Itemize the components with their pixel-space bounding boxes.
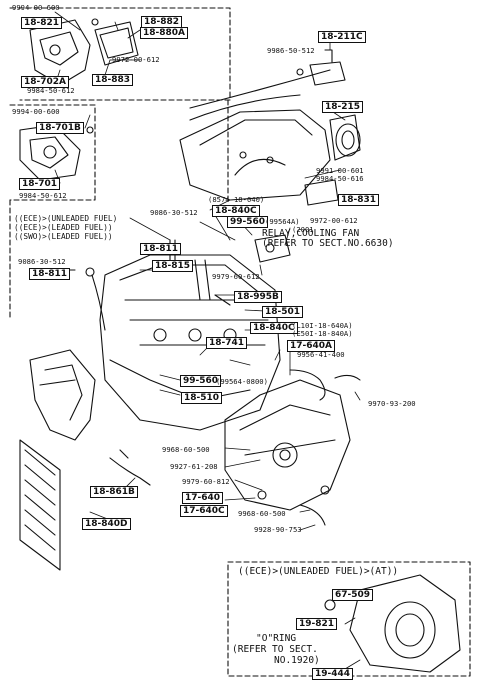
part-18-701B[interactable]: 18-701B	[36, 122, 84, 134]
part-18-880A[interactable]: 18-880A	[140, 27, 189, 39]
note-relay-cooling-fan: RELAY,COOLING FAN	[262, 228, 360, 239]
part-18-831[interactable]: 18-831	[338, 194, 380, 206]
inset-border-at	[227, 561, 471, 677]
part-18-702A[interactable]: 18-702A	[21, 76, 70, 88]
label-L10I-18-640A: (L10I-18-640A)	[292, 321, 353, 330]
label-9086-30-512-left: 9086-30-512	[18, 257, 66, 266]
bracket-assembly	[29, 18, 139, 86]
inset-border-left	[9, 104, 96, 201]
radiator	[19, 439, 61, 571]
label-9991-00-601: 9991-00-601	[316, 166, 364, 175]
part-18-821[interactable]: 18-821	[21, 17, 63, 29]
part-99-560-upper[interactable]: 99-560	[227, 216, 269, 228]
label-9956-41-400: 9956-41-400	[297, 350, 345, 359]
part-99-560-lower[interactable]: 99-560	[180, 375, 222, 387]
label-9994-00-600-mid: 9994-00-600	[12, 107, 60, 116]
label-9972-00-612-mid: 9972-00-612	[310, 216, 358, 225]
airflow-meter	[329, 114, 361, 161]
part-17-640A[interactable]: 17-640A	[287, 340, 336, 352]
label-9968-60-500-lower: 9968-60-500	[238, 509, 286, 518]
inset-border-top	[9, 7, 231, 101]
label-9972-00-612-top: 9972-00-612	[112, 55, 160, 64]
part-18-861B[interactable]: 18-861B	[90, 486, 138, 498]
part-18-510[interactable]: 18-510	[181, 392, 223, 404]
part-19-444[interactable]: 19-444	[312, 668, 354, 680]
part-18-883[interactable]: 18-883	[92, 74, 134, 86]
label-9928-90-753: 9928-90-753	[254, 525, 302, 534]
part-18-211C[interactable]: 18-211C	[318, 31, 366, 43]
label-9984-50-616: 9984-50-616	[316, 174, 364, 183]
label-E50I-18-840A: (E50I-18-840A)	[292, 329, 353, 338]
part-18-741[interactable]: 18-741	[206, 337, 248, 349]
label-9927-61-208: 9927-61-208	[170, 462, 218, 471]
part-18-840D[interactable]: 18-840D	[82, 518, 131, 530]
note-at-header: ((ECE)>(UNLEADED FUEL)>(AT))	[238, 566, 399, 577]
at-transmission-detail	[324, 574, 461, 673]
label-9979-60-812: 9979-60-812	[182, 477, 230, 486]
part-18-215[interactable]: 18-215	[322, 101, 364, 113]
label-9984-50-612-top: 9984-50-612	[27, 86, 75, 95]
label-2001: (2001	[292, 225, 314, 234]
part-18-840C-lower[interactable]: 18-840C	[250, 322, 298, 334]
label-9979-60-612: 9979-60-612	[212, 272, 260, 281]
part-18-811-center[interactable]: 18-811	[140, 243, 182, 255]
part-17-640[interactable]: 17-640	[182, 492, 224, 504]
part-18-501[interactable]: 18-501	[262, 306, 304, 318]
label-9986-50-512: 9986-50-512	[267, 46, 315, 55]
part-17-640C[interactable]: 17-640C	[180, 505, 228, 517]
part-18-995B[interactable]: 18-995B	[234, 291, 282, 303]
exhaust-manifold	[29, 349, 96, 441]
sensor-top-right	[296, 49, 346, 86]
part-19-821[interactable]: 19-821	[296, 618, 338, 630]
vehicle-outline	[179, 69, 331, 201]
part-18-811-left[interactable]: 18-811	[29, 268, 71, 280]
label-9968-60-500-upper: 9968-60-500	[162, 445, 210, 454]
note-relay-refer: (REFER TO SECT.NO.6630)	[262, 238, 394, 249]
label-99564-0800: (99564-0800)	[216, 377, 268, 386]
label-8574-18-040: (8574-18-040)	[208, 195, 265, 204]
part-18-815[interactable]: 18-815	[152, 260, 194, 272]
label-99564A: (99564A)	[265, 217, 300, 226]
part-67-509[interactable]: 67-509	[332, 589, 374, 601]
label-9970-93-200: 9970-93-200	[368, 399, 416, 408]
note-oring: "O"RING	[256, 633, 297, 644]
note-ece-leaded: ((ECE)>(LEADED FUEL))	[14, 223, 113, 232]
label-9994-00-600-top: 9994-00-600	[12, 3, 60, 12]
label-9086-30-512-upper: 9086-30-512	[150, 208, 198, 217]
label-9984-50-612-mid: 9984-50-612	[19, 191, 67, 200]
note-swo-leaded: ((SWO)>(LEADED FUEL))	[14, 232, 113, 241]
note-oring-refer: (REFER TO SECT.	[232, 644, 318, 655]
note-oring-number: NO.1920)	[274, 655, 320, 666]
transmission	[224, 379, 351, 511]
part-18-701[interactable]: 18-701	[19, 178, 61, 190]
note-ece-unleaded: ((ECE)>(UNLEADED FUEL)	[14, 214, 118, 223]
